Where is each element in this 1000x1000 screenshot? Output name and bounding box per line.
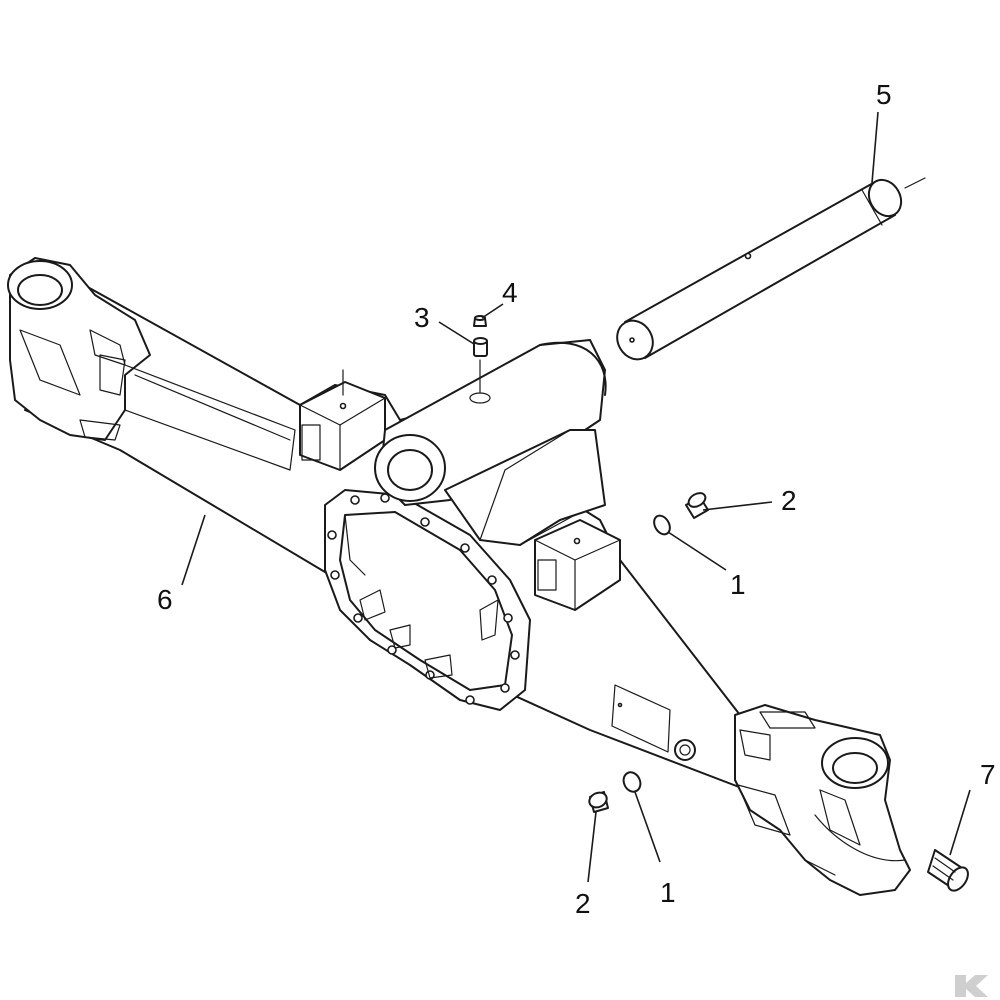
callout-7: 7 (980, 759, 996, 790)
callout-5: 5 (876, 79, 892, 110)
callout-6: 6 (157, 584, 173, 615)
callout-2-upper: 2 (781, 485, 797, 516)
pivot-pin (616, 177, 926, 361)
seal-ring-lower (622, 771, 642, 793)
callout-3: 3 (414, 302, 430, 333)
plug-upper (685, 492, 709, 519)
leader-lines (181, 111, 971, 883)
plug-lower (588, 791, 609, 813)
brand-logo-icon (955, 975, 988, 997)
callout-1-lower: 1 (660, 877, 676, 908)
axle-housing (7, 257, 911, 896)
fitting-bushing (473, 337, 488, 357)
grease-fitting (473, 315, 487, 327)
callouts: 5 4 3 2 1 6 7 1 2 (157, 79, 996, 919)
callout-2-lower: 2 (575, 888, 591, 919)
callout-1-upper: 1 (730, 569, 746, 600)
seal-ring-upper (653, 514, 671, 536)
needle-bearing (927, 849, 969, 892)
flange-bolt-holes (327, 493, 520, 705)
callout-4: 4 (502, 277, 518, 308)
